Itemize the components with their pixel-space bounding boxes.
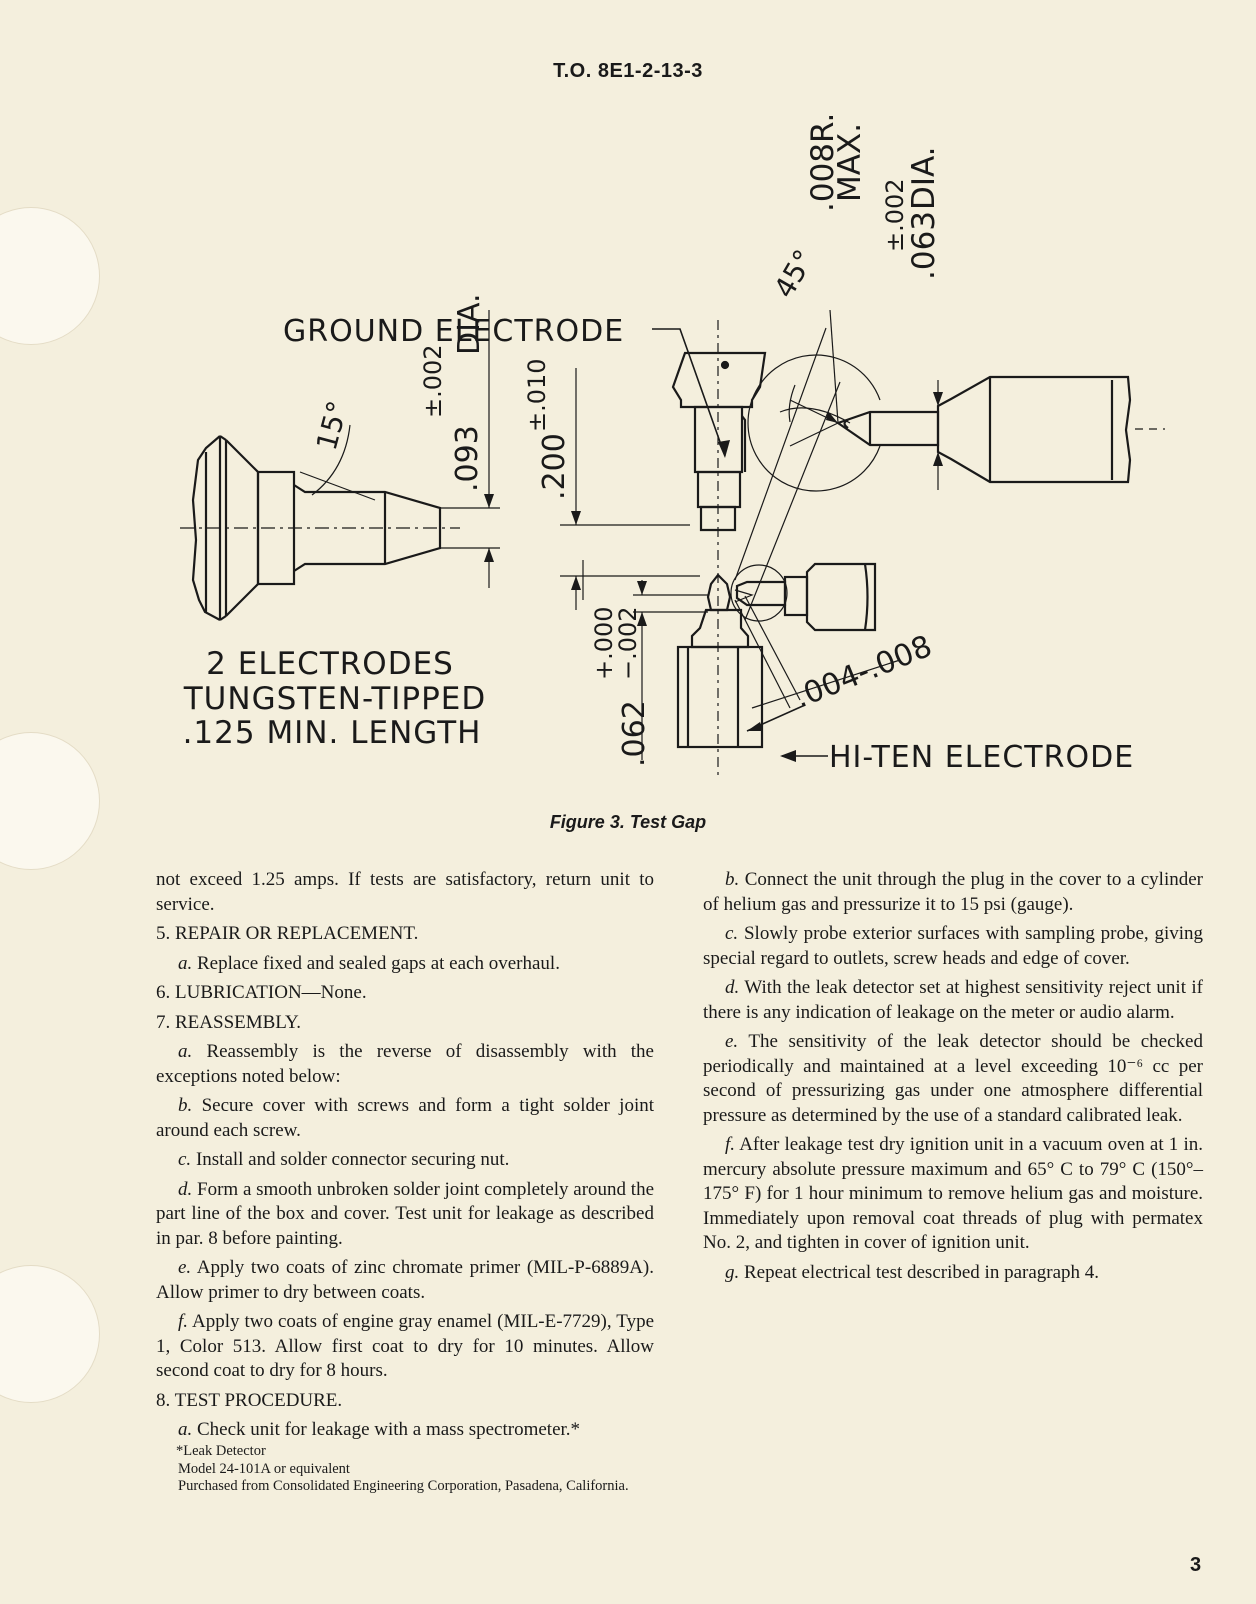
section-heading: 7. REASSEMBLY.: [156, 1011, 302, 1033]
list-item: e. Apply two coats of zinc chromate prim…: [156, 1257, 655, 1303]
list-item: e. The sensitivity of the leak detector …: [703, 1031, 1203, 1126]
tol-062-minus-label: −.002: [614, 606, 642, 680]
hi-ten-electrode-drawing: [676, 573, 764, 749]
angle-15-label: 15°: [310, 397, 355, 453]
right-column: b. Connect the unit through the plug in …: [703, 868, 1203, 1290]
list-item: a. Reassembly is the reverse of disassem…: [156, 1041, 654, 1087]
list-item: f. Apply two coats of engine gray enamel…: [156, 1311, 655, 1381]
radius-max-label: MAX.: [832, 123, 868, 202]
figure-caption: Figure 3. Test Gap: [549, 812, 707, 832]
electrode-note-line1: 2 ELECTRODES: [206, 646, 454, 682]
ground-electrode-label: GROUND ELECTRODE: [283, 314, 624, 349]
binder-hole: [0, 1265, 100, 1403]
section-heading: 5. REPAIR OR REPLACEMENT.: [156, 923, 419, 944]
dia-093-label: DIA.: [452, 294, 487, 355]
tol-200-label: ±.010: [523, 358, 551, 432]
list-item: b. Connect the unit through the plug in …: [703, 869, 1203, 915]
list-item: a. Replace fixed and sealed gaps at each…: [178, 952, 560, 974]
small-detail-drawing: [735, 562, 877, 632]
footnote-line: *Leak Detector: [176, 1443, 266, 1459]
list-item: b. Secure cover with screws and form a t…: [156, 1095, 655, 1141]
tol-063-label: ±.002: [881, 178, 909, 252]
left-column: not exceed 1.25 amps. If tests are satis…: [156, 868, 654, 1448]
list-item: d. With the leak detector set at highest…: [703, 977, 1203, 1023]
footnote-line: Model 24-101A or equivalent: [178, 1460, 350, 1477]
list-item: g. Repeat electrical test described in p…: [725, 1261, 1100, 1283]
dim-062-label: .062: [617, 700, 652, 767]
radius-label: .008R.: [805, 113, 841, 212]
enlarged-detail-drawing: [835, 375, 1132, 484]
list-item: c. Slowly probe exterior surfaces with s…: [703, 923, 1203, 969]
list-item: a. Check unit for leakage with a mass sp…: [178, 1419, 581, 1440]
page-number: 3: [1190, 1554, 1202, 1576]
dim-200-label: .200: [537, 433, 572, 500]
footnote-line: Purchased from Consolidated Engineering …: [178, 1478, 629, 1494]
electrode-note-line2: TUNGSTEN-TIPPED: [183, 681, 487, 717]
electrode-note-line3: .125 MIN. LENGTH: [183, 715, 482, 751]
tol-093-label: ±.002: [419, 344, 447, 418]
list-item: c. Install and solder connector securing…: [178, 1149, 510, 1170]
ground-electrode-drawing: [671, 351, 767, 532]
dim-063-label: .063: [906, 211, 942, 280]
tol-062-plus-label: +.000: [590, 606, 618, 680]
paragraph: not exceed 1.25 amps. If tests are satis…: [156, 869, 654, 915]
document-number: T.O. 8E1-2-13-3: [553, 60, 703, 82]
footnote: *Leak Detector Model 24-101A or equivale…: [156, 1443, 656, 1496]
test-gap-figure: GROUND ELECTRODE HI-TEN ELECTRODE 2 ELEC…: [0, 100, 1256, 800]
section-heading: 6. LUBRICATION—None.: [156, 982, 367, 1003]
list-item: f. After leakage test dry ignition unit …: [703, 1134, 1204, 1253]
dia-063-label: DIA.: [906, 146, 942, 210]
list-item: d. Form a smooth unbroken solder joint c…: [156, 1178, 655, 1249]
section-heading: 8. TEST PROCEDURE.: [156, 1389, 343, 1411]
dim-093-label: .093: [450, 425, 485, 492]
hi-ten-electrode-label: HI-TEN ELECTRODE: [829, 740, 1134, 775]
gap-label: .004-.008: [790, 629, 937, 716]
angle-45-label: 45°: [767, 244, 820, 303]
